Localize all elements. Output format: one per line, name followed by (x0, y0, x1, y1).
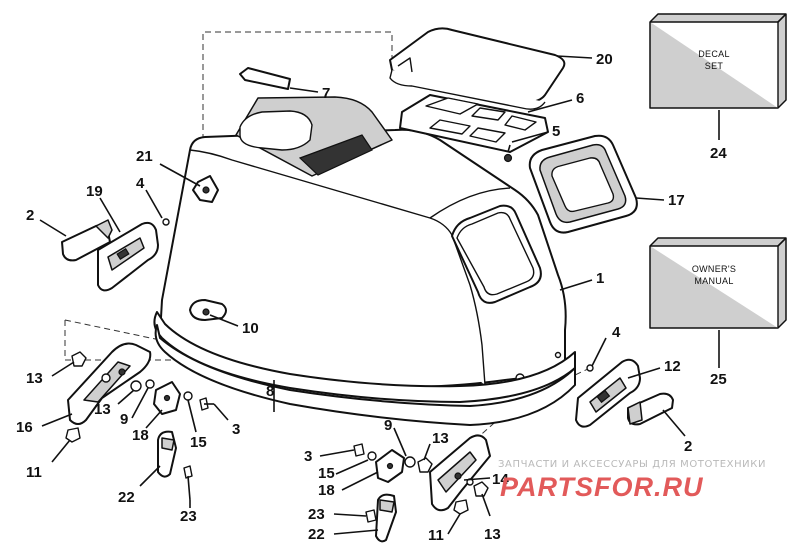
window-frame (528, 134, 638, 234)
callout-13d: 13 (484, 526, 501, 543)
callout-10: 10 (242, 320, 259, 337)
engine-cover (159, 96, 567, 389)
screw-3a (199, 397, 214, 411)
callout-12: 12 (664, 358, 681, 375)
callout-7: 7 (322, 85, 330, 102)
watermark-tagline: ЗАПЧАСТИ И АКСЕССУАРЫ ДЛЯ МОТОТЕХНИКИ (498, 459, 766, 470)
callout-15b: 15 (318, 465, 335, 482)
pivot-11a (65, 427, 81, 443)
callout-4a: 4 (136, 175, 145, 192)
screw-5 (503, 144, 513, 163)
cap-gasket (399, 94, 549, 153)
nut-13c (417, 457, 433, 473)
grommet-10 (189, 299, 227, 321)
callout-1: 1 (596, 270, 604, 287)
rivet-4a (162, 218, 170, 226)
nut-13d (473, 481, 489, 497)
owners-manual-box: OWNER'S MANUAL (649, 237, 787, 329)
foam-strip (239, 67, 291, 90)
callout-13b: 13 (94, 401, 111, 418)
decal-set-box: DECAL SET (649, 13, 787, 109)
callout-22b: 22 (308, 526, 325, 543)
callout-21: 21 (136, 148, 153, 165)
pivot-11b (453, 499, 469, 515)
watermark-logo: PARTSFOR.RU (500, 472, 704, 502)
callout-22a: 22 (118, 489, 135, 506)
callout-11b: 11 (428, 527, 444, 544)
plate-18b (375, 449, 405, 483)
callout-8: 8 (266, 383, 274, 400)
callout-20: 20 (596, 51, 613, 68)
callout-2b: 2 (684, 438, 692, 455)
latch-plate-right (575, 358, 641, 428)
manual-line-1: OWNER'S (692, 264, 736, 274)
callout-2a: 2 (26, 207, 34, 224)
fastener-21 (192, 175, 219, 203)
left-hinge-bracket (67, 342, 152, 425)
callout-4b: 4 (612, 324, 621, 341)
callout-18b: 18 (318, 482, 335, 499)
callout-9b: 9 (384, 417, 392, 434)
latch-handle-right (627, 392, 674, 426)
latch-plate-left (97, 221, 159, 292)
washer-13b-9a (130, 379, 155, 392)
callout-6: 6 (576, 90, 584, 107)
nut-13a (71, 351, 87, 367)
leader-lines (39, 55, 720, 535)
callout-15a: 15 (190, 434, 207, 451)
callout-14: 14 (492, 471, 509, 488)
lower-seal (153, 311, 576, 426)
screw-23b (365, 509, 377, 523)
callout-11a: 11 (26, 464, 42, 481)
manual-line-2: MANUAL (694, 276, 733, 286)
callout-18a: 18 (132, 427, 149, 444)
callout-24: 24 (710, 145, 727, 162)
callout-19: 19 (86, 183, 103, 200)
decal-line-1: DECAL (698, 49, 730, 59)
callout-16: 16 (16, 419, 33, 436)
callout-5: 5 (552, 123, 560, 140)
washer-15a (183, 391, 193, 401)
callout-17: 17 (668, 192, 685, 209)
screw-3b (353, 443, 365, 457)
callout-23a: 23 (180, 508, 197, 525)
washer-15b (367, 451, 377, 461)
washer-9b (404, 456, 416, 468)
callout-3b: 3 (304, 448, 312, 465)
callout-25: 25 (710, 371, 727, 388)
callout-3a: 3 (232, 421, 240, 438)
callout-9a: 9 (120, 411, 128, 428)
rivet-4b (586, 364, 594, 372)
decal-line-2: SET (705, 61, 724, 71)
callout-13a: 13 (26, 370, 43, 387)
watermark: ЗАПЧАСТИ И АКСЕССУАРЫ ДЛЯ МОТОТЕХНИКИ PA… (498, 459, 766, 502)
clip-22a (157, 430, 177, 478)
callouts: 20 7 6 5 24 21 4 19 2 17 1 25 10 4 12 2 … (16, 51, 727, 544)
plate-18a (153, 381, 181, 415)
callout-23b: 23 (308, 506, 325, 523)
clip-22b (375, 493, 397, 543)
screw-23a (183, 465, 193, 501)
right-hinge-bracket (429, 434, 491, 512)
top-cap (389, 27, 566, 110)
latch-handle-left (61, 219, 113, 262)
callout-13c: 13 (432, 430, 449, 447)
